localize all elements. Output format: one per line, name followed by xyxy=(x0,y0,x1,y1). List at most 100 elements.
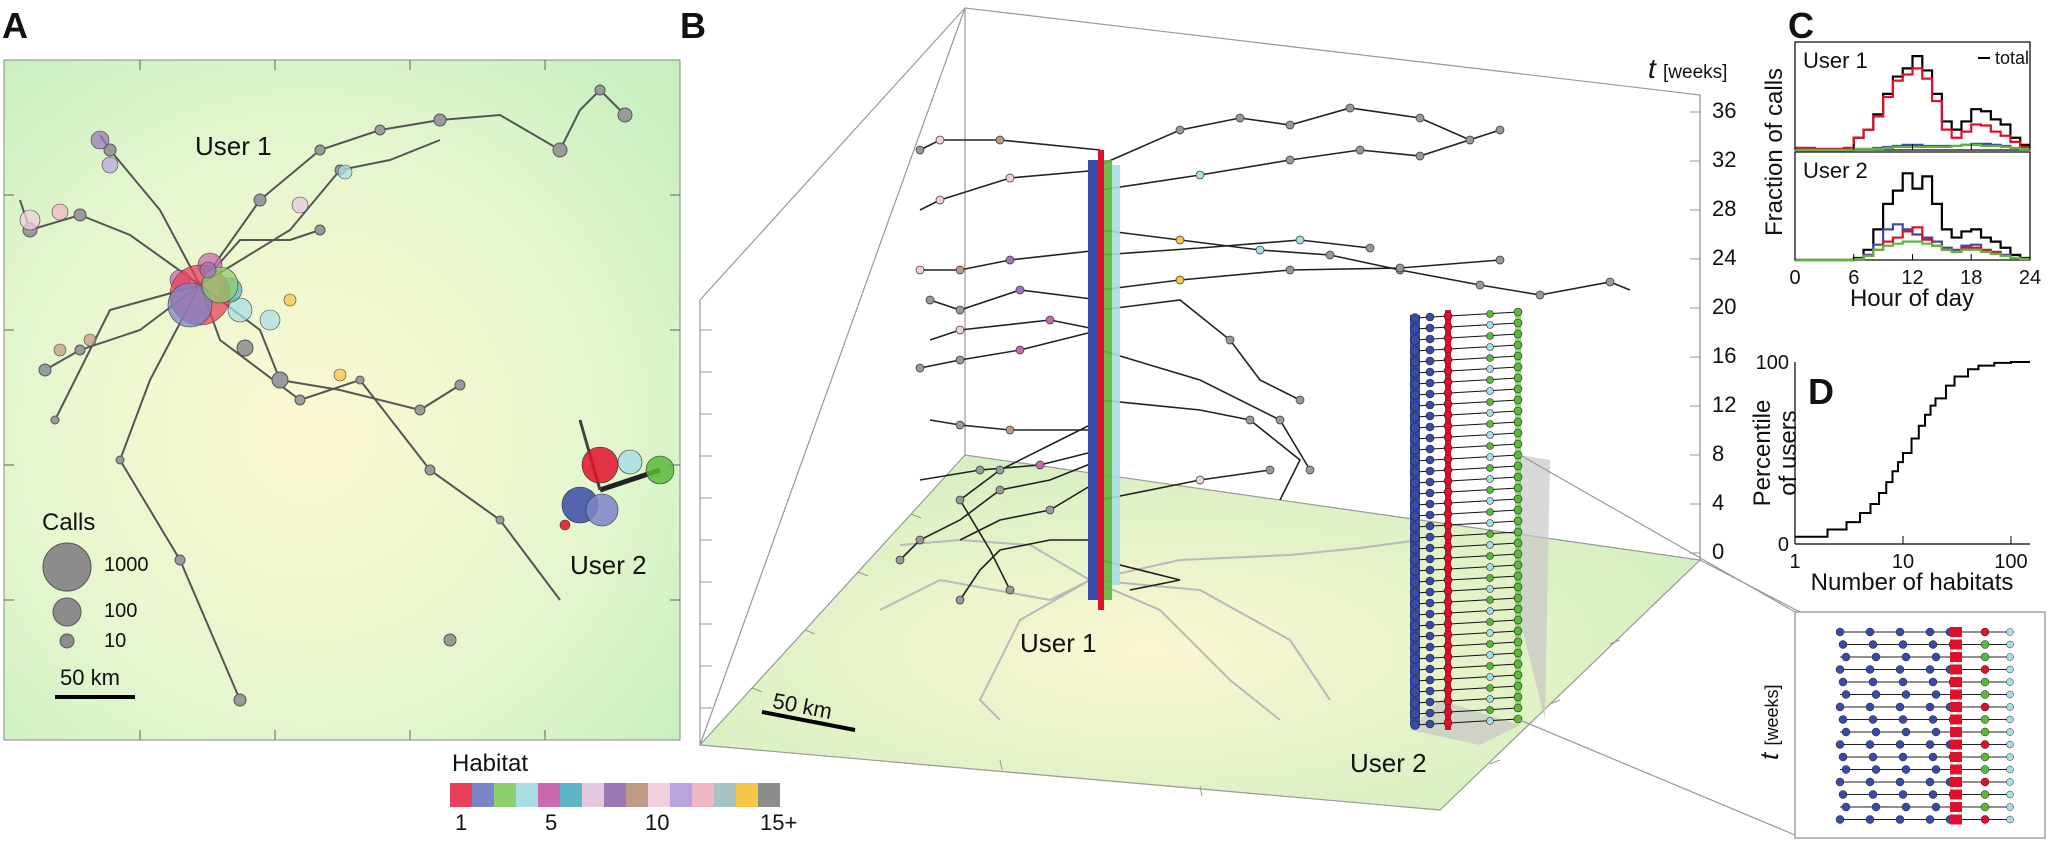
inset-dot-blue xyxy=(1868,752,1878,762)
user2-dot-other xyxy=(1486,695,1494,703)
user2-dot-green xyxy=(1513,494,1523,504)
user2-dot-red xyxy=(1443,608,1453,618)
user2-dot-other xyxy=(1486,453,1494,461)
user2-dot-blue xyxy=(1425,422,1435,432)
inset-dot-blue xyxy=(1901,765,1911,774)
inset-red-block xyxy=(1950,714,1962,725)
user2-dot-other xyxy=(1486,376,1494,384)
user2-dot-blue xyxy=(1410,610,1420,620)
inset-dot-green xyxy=(1980,627,1990,637)
c-xtick-label: 24 xyxy=(2019,267,2041,289)
user2-dot-blue xyxy=(1425,565,1435,575)
inset-dot-blue xyxy=(1931,727,1941,737)
user2-dot-green xyxy=(1513,428,1523,438)
user2-dot-red xyxy=(1443,377,1453,387)
user2-dot-blue xyxy=(1410,456,1420,466)
inset-dot-blue xyxy=(1835,627,1845,637)
user2-dot-blue xyxy=(1410,588,1420,598)
user2-dot-green xyxy=(1513,615,1523,625)
inset-dot-blue xyxy=(1928,640,1938,649)
calls-legend-1000: 1000 xyxy=(104,554,149,576)
inset-dot-blue xyxy=(1925,777,1935,787)
user2-dot-blue xyxy=(1410,478,1420,488)
t-axis-unit: [weeks] xyxy=(1663,62,1728,83)
user2-dot-other xyxy=(1486,662,1494,670)
user2-dot-blue xyxy=(1410,445,1420,455)
user1-spacetime xyxy=(895,103,1631,610)
calls-legend-100: 100 xyxy=(104,600,138,622)
user2-dot-other xyxy=(1486,640,1494,648)
inset-red-block xyxy=(1950,702,1962,712)
user2-dot-red xyxy=(1443,575,1453,585)
inset-dot-blue xyxy=(1898,752,1908,762)
user2-dot-green xyxy=(1513,670,1523,680)
habitat-swatch-12 xyxy=(692,783,714,807)
user2-dot-other xyxy=(1486,585,1494,593)
inset-dot-blue xyxy=(1841,802,1851,812)
inset-dot-cyan xyxy=(2006,690,2014,699)
inset-dot-blue xyxy=(1838,715,1848,724)
habitat-tick-10: 10 xyxy=(645,810,670,835)
user2-dot-blue xyxy=(1410,511,1420,521)
user2-spacetime xyxy=(1410,307,1523,730)
inset-dot-blue xyxy=(1865,740,1875,749)
user2-dot-blue xyxy=(1425,609,1435,619)
user2-dot-green xyxy=(1513,329,1523,339)
inset-dot-blue xyxy=(1928,715,1938,724)
user2-dot-other xyxy=(1486,651,1494,659)
inset-dot-cyan xyxy=(2006,640,2014,649)
inset-dot-blue xyxy=(1895,815,1905,824)
user2-dot-other xyxy=(1486,684,1494,692)
inset-dot-green xyxy=(1980,665,1990,674)
user2-dot-blue xyxy=(1425,598,1435,608)
user2-dot-blue xyxy=(1410,720,1420,730)
user2-dot-green xyxy=(1513,659,1523,669)
user2-dot-blue xyxy=(1410,379,1420,389)
user2-dot-red xyxy=(1443,333,1453,343)
panel-letter-b: B xyxy=(680,5,706,46)
user2-dot-green xyxy=(1513,461,1523,471)
user2-dot-blue xyxy=(1425,653,1435,663)
user2-dot-other xyxy=(1486,442,1494,450)
habitat-swatch-3 xyxy=(494,783,516,807)
user2-dot-blue xyxy=(1410,346,1420,356)
inset-dot-green xyxy=(1980,690,1990,699)
inset-red-block xyxy=(1950,652,1962,662)
user2-dot-blue xyxy=(1425,499,1435,509)
inset-dot-green xyxy=(1980,740,1990,749)
user2-dot-green xyxy=(1513,351,1523,361)
user2-dot-blue xyxy=(1410,401,1420,411)
user2-dot-green xyxy=(1513,714,1523,724)
user2-dot-red xyxy=(1443,366,1453,376)
inset-red-block xyxy=(1950,814,1962,825)
inset-dot-blue xyxy=(1868,790,1878,799)
d-xtick-label: 100 xyxy=(1994,551,2027,573)
user2-dot-green xyxy=(1513,604,1523,614)
inset-dot-blue xyxy=(1925,740,1935,749)
user1-label-b: User 1 xyxy=(1020,628,1097,658)
user2-dot-blue xyxy=(1410,500,1420,510)
user2-dot-blue xyxy=(1410,665,1420,675)
user2-dot-blue xyxy=(1425,675,1435,685)
user2-dot-red xyxy=(1443,674,1453,684)
user2-dot-red xyxy=(1443,443,1453,453)
user2-dot-blue xyxy=(1425,378,1435,388)
user2-dot-blue xyxy=(1410,434,1420,444)
inset-dot-blue xyxy=(1925,665,1935,674)
user2-dot-red xyxy=(1443,388,1453,398)
user2-dot-red xyxy=(1443,344,1453,354)
inset-red-block xyxy=(1950,752,1962,762)
user2-dot-other xyxy=(1486,420,1494,428)
user2-dot-blue xyxy=(1425,466,1435,476)
inset-dot-blue xyxy=(1841,765,1851,774)
user2-dot-red xyxy=(1443,531,1453,541)
inset-dot-green xyxy=(1980,677,1990,687)
user2-dot-other xyxy=(1486,596,1494,604)
panel-letter-c: C xyxy=(1788,5,1814,46)
user2-dot-blue xyxy=(1425,433,1435,443)
user2-dot-blue xyxy=(1410,566,1420,576)
user2-dot-other xyxy=(1486,464,1494,472)
user2-dot-blue xyxy=(1425,708,1435,718)
user2-dot-green xyxy=(1513,560,1523,570)
